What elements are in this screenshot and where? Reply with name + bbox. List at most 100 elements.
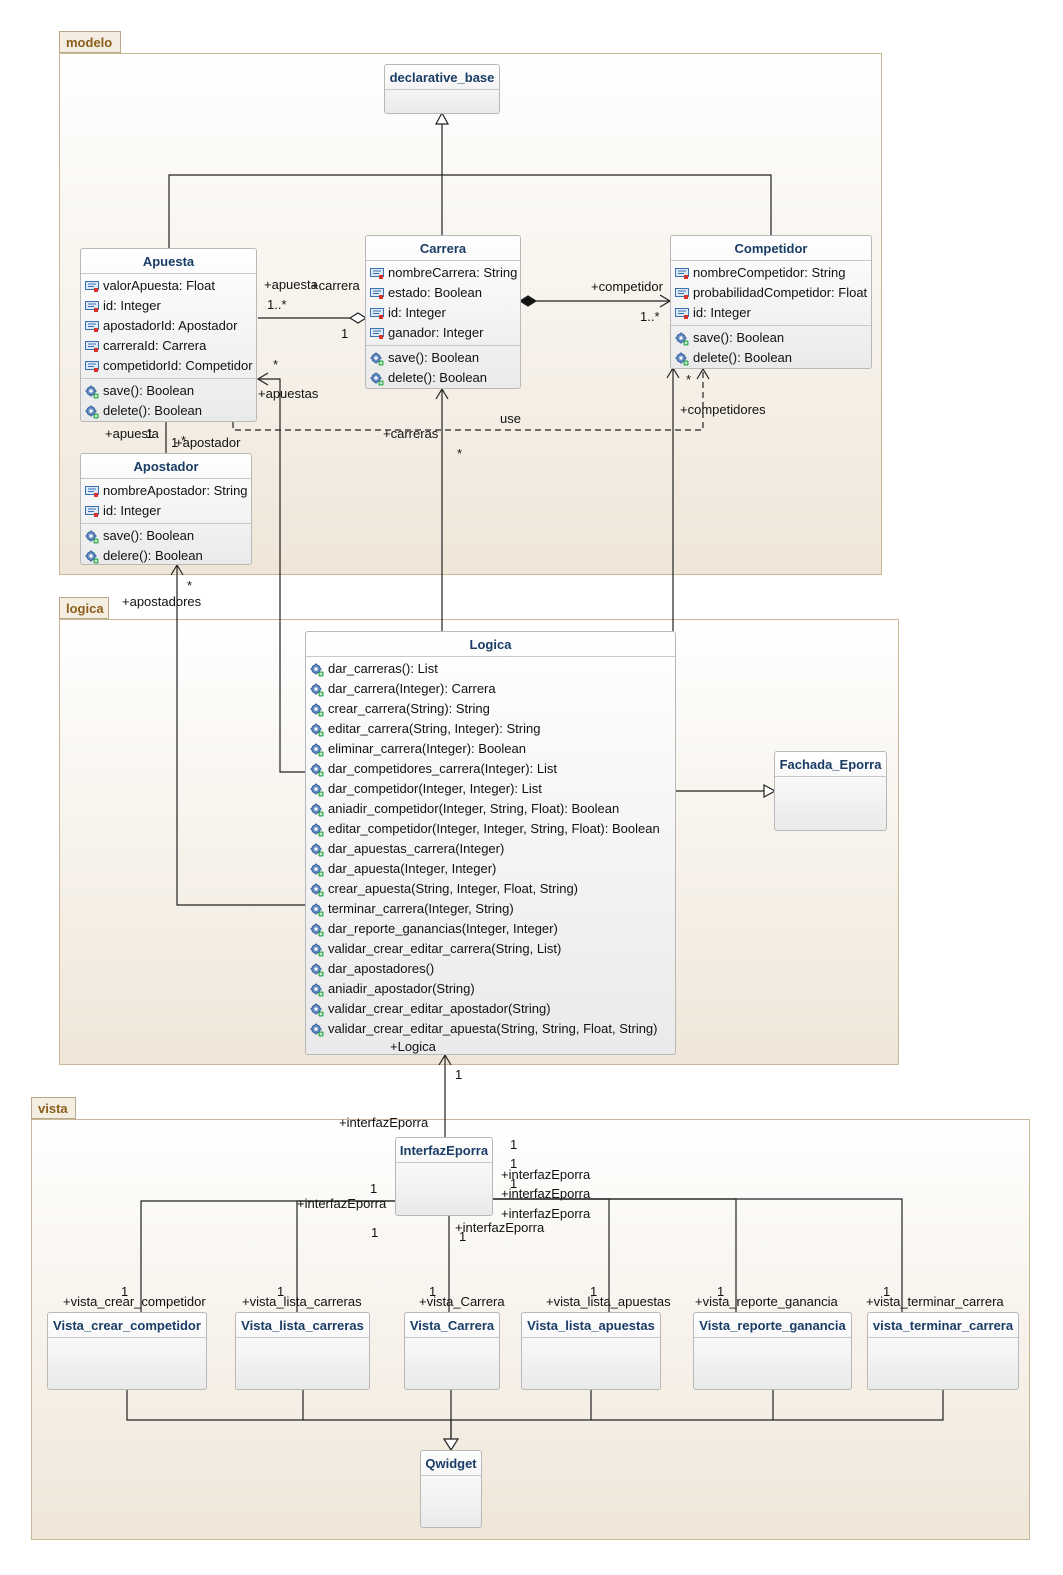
attribute-row[interactable]: valorApuesta: Float bbox=[81, 276, 256, 296]
operation-row[interactable]: delete(): Boolean bbox=[81, 401, 256, 421]
operation-icon bbox=[370, 352, 384, 366]
class-fachada-eporra[interactable]: Fachada_Eporra bbox=[774, 751, 887, 831]
operation-text: save(): Boolean bbox=[103, 528, 195, 543]
operation-row[interactable]: aniadir_apostador(String) bbox=[306, 979, 675, 999]
operation-icon bbox=[85, 530, 99, 544]
attribute-icon bbox=[370, 327, 384, 339]
operation-row[interactable]: crear_apuesta(String, Integer, Float, St… bbox=[306, 879, 675, 899]
mult-vtc: 1 bbox=[883, 1284, 891, 1299]
operation-icon bbox=[310, 943, 324, 957]
operation-row[interactable]: delere(): Boolean bbox=[81, 546, 251, 566]
operation-row[interactable]: delete(): Boolean bbox=[671, 348, 871, 368]
gen-line-apuesta bbox=[168, 124, 443, 248]
operation-row[interactable]: dar_carreras(): List bbox=[306, 659, 675, 679]
attribute-row[interactable]: estado: Boolean bbox=[366, 283, 520, 303]
attribute-text: id: Integer bbox=[103, 503, 161, 518]
attribute-row[interactable]: id: Integer bbox=[81, 501, 251, 521]
package-tab-vista[interactable]: vista bbox=[31, 1097, 76, 1119]
class-qwidget[interactable]: Qwidget bbox=[420, 1450, 482, 1528]
operation-row[interactable]: validar_crear_editar_apuesta(String, Str… bbox=[306, 1019, 675, 1039]
operation-row[interactable]: editar_carrera(String, Integer): String bbox=[306, 719, 675, 739]
operation-row[interactable]: eliminar_carrera(Integer): Boolean bbox=[306, 739, 675, 759]
attribute-row[interactable]: competidorId: Competidor bbox=[81, 356, 256, 376]
operation-row[interactable]: crear_carrera(String): String bbox=[306, 699, 675, 719]
class-vista-reporte-ganancia[interactable]: Vista_reporte_ganancia bbox=[693, 1312, 852, 1390]
operation-icon bbox=[85, 405, 99, 419]
dependency-arrowhead bbox=[696, 367, 710, 380]
operation-row[interactable]: save(): Boolean bbox=[671, 328, 871, 348]
class-name: Fachada_Eporra bbox=[775, 752, 886, 777]
arrow-apuestas bbox=[256, 372, 269, 386]
class-name: Qwidget bbox=[421, 1451, 481, 1476]
package-tab-modelo[interactable]: modelo bbox=[59, 31, 121, 53]
operation-icon bbox=[310, 783, 324, 797]
class-declarative-base[interactable]: declarative_base bbox=[384, 64, 500, 114]
attribute-row[interactable]: nombreCarrera: String bbox=[366, 263, 520, 283]
operation-row[interactable]: dar_competidor(Integer, Integer): List bbox=[306, 779, 675, 799]
class-vista-lista-carreras[interactable]: Vista_lista_carreras bbox=[235, 1312, 370, 1390]
operation-row[interactable]: save(): Boolean bbox=[81, 526, 251, 546]
operation-row[interactable]: dar_competidores_carrera(Integer): List bbox=[306, 759, 675, 779]
package-tab-logica[interactable]: logica bbox=[59, 597, 109, 619]
role-label-apuestas: +apuestas bbox=[258, 386, 319, 401]
attribute-text: apostadorId: Apostador bbox=[103, 318, 238, 333]
operation-row[interactable]: dar_apostadores() bbox=[306, 959, 675, 979]
attribute-row[interactable]: apostadorId: Apostador bbox=[81, 316, 256, 336]
composition-diamond bbox=[518, 295, 538, 307]
gen-vtc bbox=[451, 1390, 944, 1421]
gen-line-competidor bbox=[442, 174, 772, 235]
attribute-row[interactable]: id: Integer bbox=[81, 296, 256, 316]
operation-row[interactable]: editar_competidor(Integer, Integer, Stri… bbox=[306, 819, 675, 839]
attribute-row[interactable]: probabilidadCompetidor: Float bbox=[671, 283, 871, 303]
operation-row[interactable]: dar_apuestas_carrera(Integer) bbox=[306, 839, 675, 859]
operation-row[interactable]: save(): Boolean bbox=[366, 348, 520, 368]
operation-text: crear_apuesta(String, Integer, Float, St… bbox=[328, 881, 579, 896]
mult-interfaz-b: 1 bbox=[510, 1156, 518, 1171]
operation-row[interactable]: dar_carrera(Integer): Carrera bbox=[306, 679, 675, 699]
attribute-row[interactable]: nombreApostador: String bbox=[81, 481, 251, 501]
operation-text: delete(): Boolean bbox=[388, 370, 488, 385]
role-label-carrera: +carrera bbox=[311, 278, 360, 293]
attribute-row[interactable]: nombreCompetidor: String bbox=[671, 263, 871, 283]
class-vista-crear-competidor[interactable]: Vista_crear_competidor bbox=[47, 1312, 207, 1390]
aggregation-diamond bbox=[348, 312, 368, 324]
class-name: Vista_lista_apuestas bbox=[522, 1313, 660, 1338]
operation-row[interactable]: delete(): Boolean bbox=[366, 368, 520, 388]
operation-text: aniadir_competidor(Integer, String, Floa… bbox=[328, 801, 620, 816]
operation-row[interactable]: validar_crear_editar_carrera(String, Lis… bbox=[306, 939, 675, 959]
operation-row[interactable]: aniadir_competidor(Integer, String, Floa… bbox=[306, 799, 675, 819]
role-label-carreras: +carreras bbox=[383, 426, 439, 441]
class-interfaz-eporra[interactable]: InterfazEporra bbox=[395, 1137, 493, 1216]
operation-row[interactable]: dar_apuesta(Integer, Integer) bbox=[306, 859, 675, 879]
operation-icon bbox=[675, 332, 689, 346]
attribute-icon bbox=[370, 287, 384, 299]
attribute-icon bbox=[85, 485, 99, 497]
operation-row[interactable]: save(): Boolean bbox=[81, 381, 256, 401]
operation-icon bbox=[310, 903, 324, 917]
class-vista-lista-apuestas[interactable]: Vista_lista_apuestas bbox=[521, 1312, 661, 1390]
attribute-row[interactable]: carreraId: Carrera bbox=[81, 336, 256, 356]
operation-icon bbox=[310, 863, 324, 877]
operation-row[interactable]: dar_reporte_ganancias(Integer, Integer) bbox=[306, 919, 675, 939]
attribute-row[interactable]: ganador: Integer bbox=[366, 323, 520, 343]
operation-text: dar_competidor(Integer, Integer): List bbox=[328, 781, 542, 796]
class-vista-terminar-carrera[interactable]: vista_terminar_carrera bbox=[867, 1312, 1019, 1390]
role-label-interfaz-a: +interfazEporra bbox=[501, 1167, 591, 1182]
operation-row[interactable]: terminar_carrera(Integer, String) bbox=[306, 899, 675, 919]
attribute-icon bbox=[85, 505, 99, 517]
class-vista-carrera[interactable]: Vista_Carrera bbox=[404, 1312, 500, 1390]
class-name: declarative_base bbox=[385, 65, 499, 90]
operation-text: validar_crear_editar_carrera(String, Lis… bbox=[328, 941, 562, 956]
mult-vcc: 1 bbox=[121, 1284, 129, 1299]
attribute-row[interactable]: id: Integer bbox=[366, 303, 520, 323]
mult-apostador-star: * bbox=[181, 433, 187, 448]
assoc-logica-apuestas bbox=[258, 378, 306, 773]
attribute-row[interactable]: id: Integer bbox=[671, 303, 871, 323]
role-vista-lista-apuestas: +vista_lista_apuestas bbox=[546, 1294, 671, 1309]
operation-row[interactable]: validar_crear_editar_apostador(String) bbox=[306, 999, 675, 1019]
